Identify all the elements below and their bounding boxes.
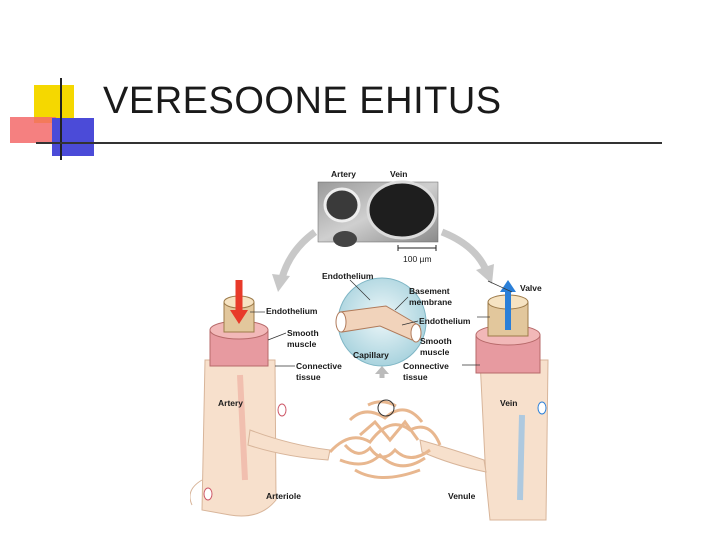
arrow-capillary-up-head <box>375 366 389 374</box>
label-arteriole: Arteriole <box>266 491 301 501</box>
label-smooth-left: Smooth <box>287 328 319 338</box>
arrow-to-vein <box>440 228 490 272</box>
label-tissue-right: tissue <box>403 372 428 382</box>
label-endothelium-right: Endothelium <box>419 316 471 326</box>
vein-vessel <box>419 280 549 521</box>
scale-bar-label: 100 µm <box>403 254 432 264</box>
micrograph-vein-label: Vein <box>390 169 407 179</box>
slide-title: VERESOONE EHITUS <box>103 80 502 122</box>
arrow-to-artery-head <box>272 274 290 292</box>
label-valve: Valve <box>520 283 542 293</box>
capillary-highlight-circle <box>377 399 395 417</box>
capillary-bed <box>328 400 442 479</box>
decor-blue-square <box>52 118 94 156</box>
capillary-tube <box>335 305 422 343</box>
label-capillary: Capillary <box>353 350 389 360</box>
label-smooth-right: Smooth <box>420 336 452 346</box>
micrograph-artery-label: Artery <box>331 169 356 179</box>
blood-vessel-diagram: Artery Vein 100 µm <box>190 169 549 521</box>
label-basement-1: Basement <box>409 286 450 296</box>
leader-lines <box>250 279 513 367</box>
artery-vessel <box>190 280 331 517</box>
label-muscle-right: muscle <box>420 347 450 357</box>
label-endothelium-top: Endothelium <box>322 271 374 281</box>
label-connective-left: Connective <box>296 361 342 371</box>
label-venule: Venule <box>448 491 476 501</box>
label-vein: Vein <box>500 398 517 408</box>
label-connective-right: Connective <box>403 361 449 371</box>
label-basement-2: membrane <box>409 297 452 307</box>
title-underline <box>36 142 662 144</box>
label-tissue-left: tissue <box>296 372 321 382</box>
label-endothelium-left: Endothelium <box>266 306 318 316</box>
label-muscle-left: muscle <box>287 339 317 349</box>
label-artery: Artery <box>218 398 243 408</box>
arrow-to-vein-head <box>476 264 494 284</box>
arrow-to-artery <box>278 229 318 280</box>
micrograph <box>317 180 439 251</box>
decor-red-block <box>10 117 56 143</box>
decor-yellow-square <box>34 85 74 123</box>
decor-vertical-line <box>60 78 62 160</box>
